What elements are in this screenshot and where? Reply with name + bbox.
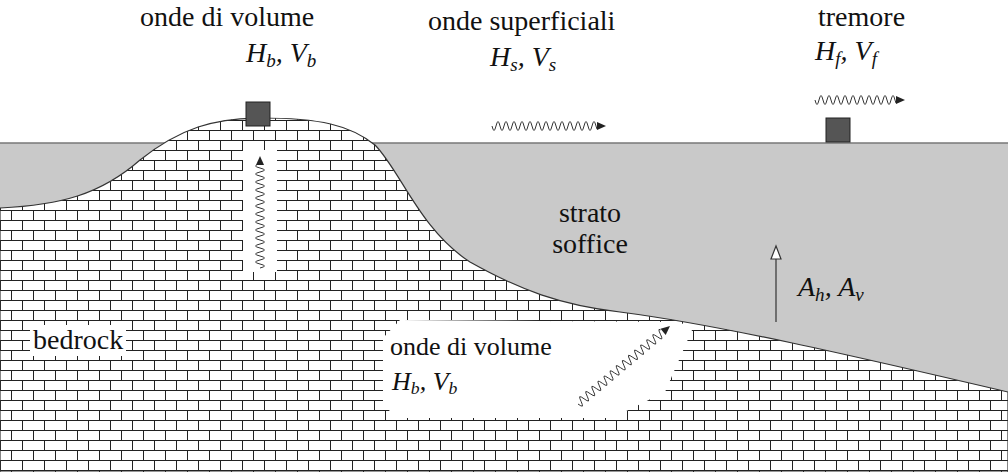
- component-label: Hs, Vs: [490, 42, 556, 73]
- component-label: Hf, Vf: [815, 36, 877, 67]
- wave-arrowhead: [896, 96, 905, 104]
- wave-arrowhead: [597, 122, 606, 130]
- layer-label: strato soffice: [525, 198, 655, 260]
- wave-symbol: [815, 96, 896, 105]
- amplification-arrowhead: [771, 246, 781, 259]
- wave-window: [383, 320, 692, 418]
- layer-label: bedrock: [30, 325, 126, 356]
- wave-type-label: tremore: [818, 2, 905, 33]
- seismic-station: [246, 102, 270, 126]
- seismic-station: [826, 118, 850, 142]
- wave-symbol: [492, 122, 597, 131]
- ground-surface: [0, 142, 1008, 144]
- component-label: Hb, Vb: [246, 38, 316, 69]
- wave-type-label: onde di volume: [390, 333, 552, 362]
- wave-type-label: onde superficiali: [428, 6, 615, 37]
- wave-type-label: onde di volume: [140, 2, 314, 33]
- wave-arrowhead: [661, 326, 671, 335]
- amplification-arrow: [775, 258, 776, 322]
- amplification-label: Ah, Av: [798, 272, 864, 303]
- wave-arrowhead: [256, 156, 264, 165]
- wave-symbol: [578, 329, 662, 406]
- component-label: Hb, Vb: [392, 368, 457, 397]
- bedrock-body: [0, 118, 1008, 472]
- wave-symbol: [256, 165, 265, 268]
- wave-window: [243, 150, 277, 272]
